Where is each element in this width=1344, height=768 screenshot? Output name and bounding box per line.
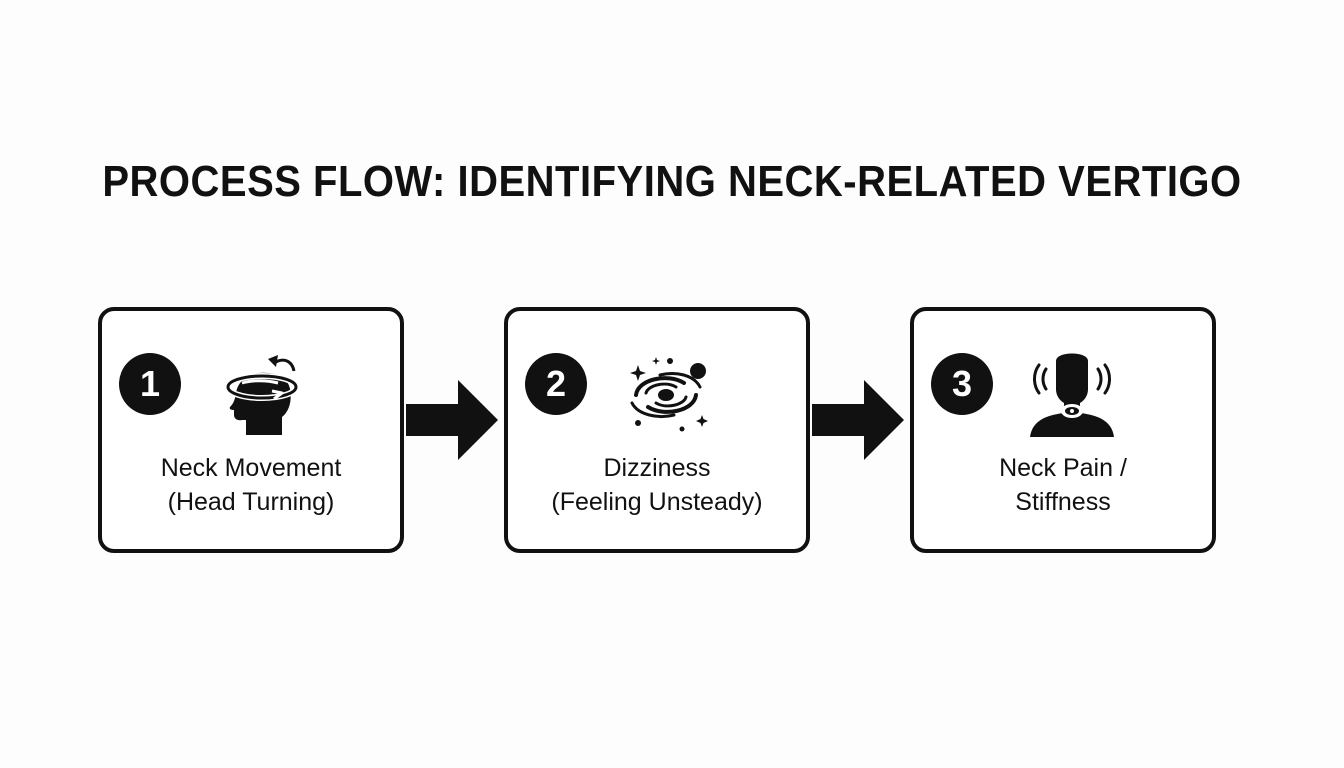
flow-arrow-right [812,380,904,460]
step-label-line: Dizziness [603,454,711,482]
step-box-1: 1 Neck Movement (Head Turning) [98,307,404,553]
step-box-3: 3 Neck Pain / Stiffness [910,307,1216,553]
diagram-title: PROCESS FLOW: IDENTIFYING NECK-RELATED V… [102,158,1242,206]
step-label: Neck Pain / Stiffness [914,451,1212,519]
neck-pain-icon [1030,353,1114,437]
step-number-badge: 2 [525,353,587,415]
step-box-2: 2 Dizziness (Feeling Unsteady) [504,307,810,553]
step-label-line: Neck Movement [160,454,342,482]
step-number-badge: 3 [931,353,993,415]
step-label: Neck Movement (Head Turning) [102,451,400,519]
step-number-badge: 1 [119,353,181,415]
dizziness-swirl-icon [630,357,708,432]
step-label-line: Stiffness [1015,488,1111,516]
step-label-line: (Head Turning) [167,488,335,516]
step-label-line: Neck Pain / [999,454,1127,482]
flow-arrow-right [406,380,498,460]
head-turning-icon [225,355,299,435]
step-label: Dizziness (Feeling Unsteady) [508,451,806,519]
step-label-line: (Feeling Unsteady) [551,488,763,516]
